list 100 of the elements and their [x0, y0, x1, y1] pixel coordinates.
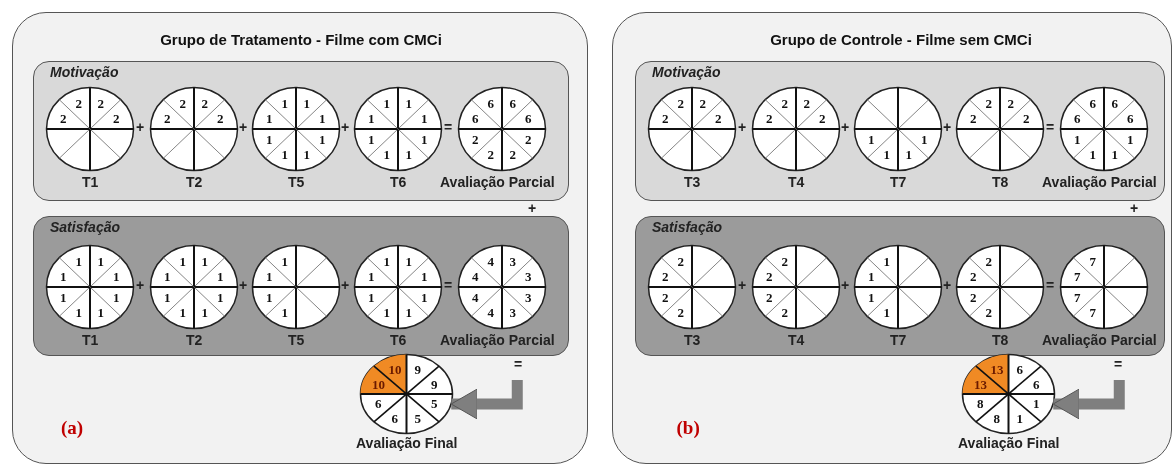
sector-number: 1	[367, 270, 375, 283]
sector-number: 8	[976, 397, 984, 411]
circle-caption: T3	[684, 332, 701, 348]
sector-number: 1	[1111, 147, 1118, 161]
circle-caption: Avaliação Final	[958, 435, 1060, 451]
sector-number: 2	[661, 112, 669, 125]
circle-caption: T1	[82, 174, 99, 190]
group-panel	[612, 12, 1172, 464]
circle-caption: T8	[992, 332, 1009, 348]
sector-number: 1	[405, 305, 412, 319]
sector-number: 4	[487, 305, 494, 319]
circle-caption: Avaliação Parcial	[440, 174, 555, 190]
sector-number: 1	[75, 255, 82, 269]
sector-number: 1	[383, 97, 390, 111]
operator-sign: =	[1046, 278, 1055, 292]
sector-number: 1	[319, 112, 326, 125]
sector-number: 1	[201, 305, 208, 319]
circle-caption: Avaliação Parcial	[1042, 332, 1157, 348]
criteria-panel	[635, 216, 1165, 356]
sector-number: 2	[217, 112, 224, 125]
sector-number: 1	[405, 255, 412, 269]
sector-number: 1	[921, 132, 928, 146]
sector-number: 1	[383, 255, 390, 269]
sector-number: 7	[1089, 255, 1096, 269]
sector-number: 1	[265, 290, 273, 304]
sector-number: 2	[781, 305, 788, 319]
sector-number: 1	[281, 97, 288, 111]
sector-number: 2	[179, 97, 186, 111]
operator-sign: +	[341, 120, 350, 134]
panel-tag: (b)	[676, 418, 700, 438]
sector-number: 1	[265, 270, 273, 283]
operator-sign: =	[1046, 120, 1055, 134]
sector-number: 6	[1111, 97, 1118, 111]
operator-sign: =	[1114, 357, 1123, 371]
panel-title: Motivação	[50, 64, 119, 80]
circle-caption: T6	[390, 174, 407, 190]
sector-number: 2	[781, 255, 788, 269]
sector-number: 1	[113, 270, 120, 283]
sector-number: 1	[1033, 397, 1040, 411]
sector-number: 1	[867, 132, 875, 146]
sector-number: 2	[985, 305, 992, 319]
sector-number: 1	[75, 305, 82, 319]
sector-number: 2	[803, 97, 810, 111]
sector-number: 1	[1089, 147, 1096, 161]
circle-caption: Avaliação Parcial	[440, 332, 555, 348]
sector-number: 2	[75, 97, 82, 111]
circle-caption: Avaliação Final	[356, 435, 458, 451]
sector-number: 1	[179, 255, 186, 269]
operator-sign: +	[943, 120, 952, 134]
sector-number: 2	[699, 97, 706, 111]
sector-number: 2	[781, 97, 788, 111]
sector-number: 1	[113, 290, 120, 304]
sector-number: 1	[367, 132, 375, 146]
sector-number: 2	[765, 270, 773, 283]
sector-number: 1	[163, 270, 171, 283]
sector-number: 1	[1073, 132, 1081, 146]
sector-number: 2	[97, 97, 104, 111]
sector-number: 2	[59, 112, 67, 125]
operator-sign: +	[136, 278, 145, 292]
circle-caption: Avaliação Parcial	[1042, 174, 1157, 190]
panel-tag: (a)	[61, 418, 84, 438]
sector-number: 1	[405, 147, 412, 161]
sector-number: 6	[1033, 377, 1040, 391]
panel-title: Grupo de Controle - Filme sem CMCi	[770, 31, 1032, 48]
operator-sign: +	[239, 278, 248, 292]
sector-number: 10	[371, 377, 385, 391]
circle-caption: T5	[288, 332, 305, 348]
sector-number: 2	[525, 132, 532, 146]
sector-number: 2	[969, 112, 977, 125]
sector-number: 2	[163, 112, 171, 125]
operator-sign: +	[136, 120, 145, 134]
sector-number: 1	[163, 290, 171, 304]
sector-number: 6	[1073, 112, 1081, 125]
sector-number: 1	[867, 270, 875, 283]
sector-number: 4	[471, 290, 479, 304]
sector-number: 4	[471, 270, 479, 283]
sector-number: 1	[883, 147, 890, 161]
sector-number: 9	[414, 363, 422, 377]
sector-number: 2	[509, 147, 516, 161]
sector-number: 1	[217, 290, 224, 304]
circle-caption: T2	[186, 332, 203, 348]
sector-number: 7	[1089, 305, 1096, 319]
sector-number: 1	[281, 255, 288, 269]
operator-sign: +	[239, 120, 248, 134]
sector-number: 1	[421, 270, 428, 283]
sector-number: 1	[367, 112, 375, 125]
sector-number: 2	[985, 255, 992, 269]
circle-caption: T4	[788, 332, 805, 348]
circle-caption: T2	[186, 174, 203, 190]
sector-number: 1	[405, 97, 412, 111]
sector-number: 3	[525, 270, 532, 283]
sector-number: 2	[677, 97, 684, 111]
sector-number: 1	[303, 97, 310, 111]
circle-caption: T8	[992, 174, 1009, 190]
circle-caption: T7	[890, 174, 907, 190]
arrow	[1052, 380, 1125, 420]
sector-number: 1	[281, 305, 288, 319]
sector-number: 1	[421, 112, 428, 125]
sector-number: 1	[319, 132, 326, 146]
sector-number: 5	[414, 411, 422, 425]
